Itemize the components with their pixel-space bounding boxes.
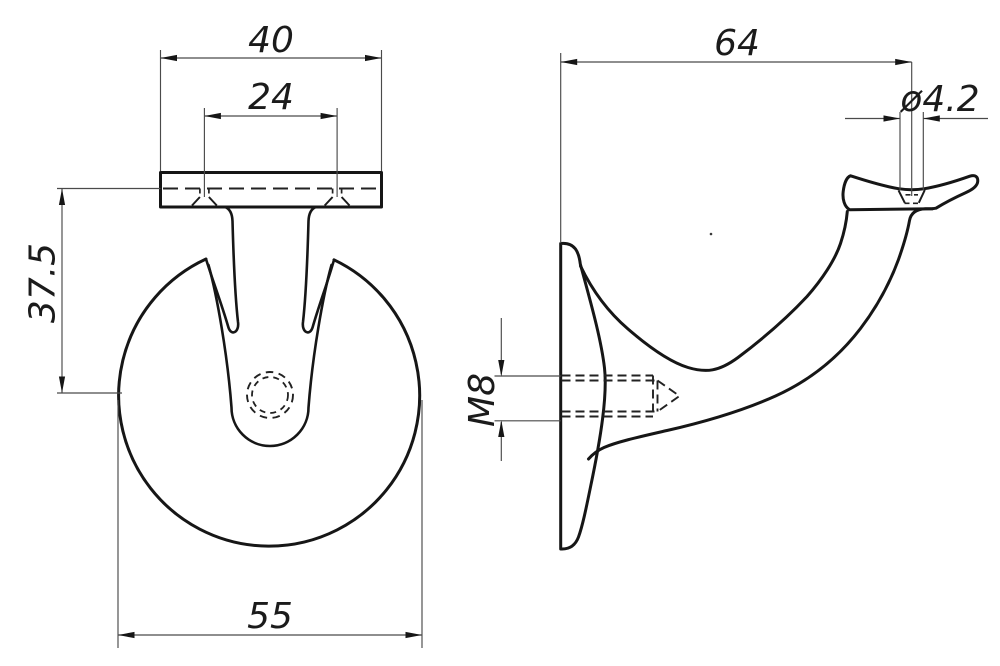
dim-55-lines [117,400,423,648]
drill-point-hidden [656,379,682,413]
dim-plate-width-label: 40 [248,20,294,61]
plate-hole-right [323,108,351,207]
saddle-hole-hidden-edges [904,193,919,205]
dim-stud-thread-label: M8 [462,373,503,427]
saddle-countersink-cone [897,189,926,204]
dim-hole-spacing-label: 24 [248,77,294,118]
arrowhead [883,115,900,122]
arrowhead [204,112,221,120]
side-view: 64 ø4.2 M8 [462,23,988,551]
thread-major-hidden [561,374,654,418]
arrowhead [923,115,940,122]
saddle-hole [897,62,926,205]
plate-hole-left [191,108,218,207]
dim-plate-to-center: 37.5 [23,187,161,394]
arm-lower-edge [587,207,934,461]
hole-right-hidden-bore [331,188,343,197]
arrowhead [560,58,578,66]
arm-upper-edge [579,210,849,372]
dim-flange-diameter: 55 [117,400,423,648]
arrowhead [118,631,135,639]
saddle-hole-ext-lines [899,62,924,196]
dim-saddle-hole-label: ø4.2 [899,79,979,120]
front-plate-outline [159,171,383,209]
dim-plate-to-center-label: 37.5 [23,243,64,323]
dim-hole-spacing: 24 [204,77,338,120]
dim-plate-width: 40 [159,20,383,171]
arrowhead [58,188,66,205]
hole-left-countersink [191,196,218,207]
arrowhead [58,376,66,393]
arrowhead [365,54,382,62]
arrowhead [320,112,338,120]
flange-disk-outline [117,257,422,548]
wedge-rib-outline [207,263,333,448]
arrowhead [895,58,912,66]
thread-circle-minor [251,376,289,414]
arrowhead [160,54,177,62]
thread-circle-major [246,371,294,419]
dim-64-lines [560,53,912,243]
hole-right-countersink [323,196,351,207]
dim-projection-label: 64 [714,23,760,64]
dim-40-lines [159,50,383,171]
arrowhead [405,631,422,639]
dim-saddle-hole: ø4.2 [845,79,988,122]
arrowhead [498,360,505,377]
saddle-outline [841,174,980,212]
stem-left-edge-and-notch [204,205,240,334]
dim-m8-lines [494,318,561,461]
dim-stud-thread: M8 [462,318,561,461]
dim-37-lines [57,187,161,394]
speck-artifact [709,232,713,236]
thread-minor-hidden [561,379,659,413]
dim-flange-diameter-label: 55 [247,596,293,637]
hole-left-hidden-bore [199,188,210,197]
dim-projection: 64 [560,23,912,243]
stud-hidden-lines [561,374,682,418]
front-view: 40 24 37.5 55 [23,20,423,648]
stem-right-edge-and-notch [301,205,336,334]
arrowhead [498,420,505,437]
flange-side-profile [559,241,607,551]
